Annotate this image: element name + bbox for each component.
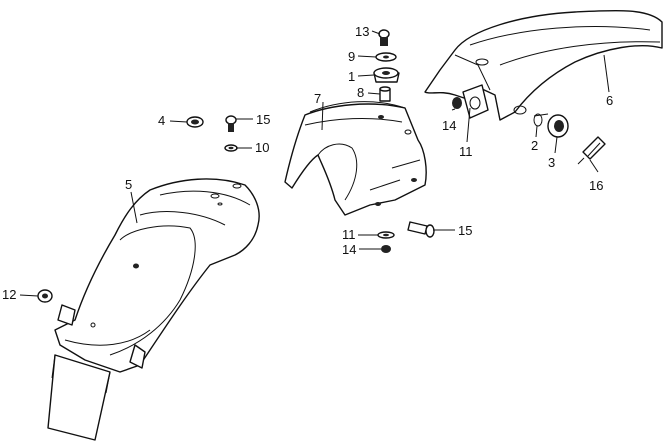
front-fender [424,9,663,121]
callout-5: 5 [125,177,132,192]
hardware-front [452,97,606,165]
leader-lines [19,30,610,297]
callout-14-upper: 14 [442,118,456,133]
callout-4: 4 [158,113,165,128]
hardware-left [186,115,238,152]
callout-12: 12 [2,287,16,302]
nut-14-lower [381,245,391,253]
callout-11-lower: 11 [342,227,356,242]
bolt-15-lower [407,221,435,238]
callout-15-upper: 15 [256,112,270,127]
callout-2: 2 [531,138,538,153]
fender-bracket [284,101,427,216]
callout-11-upper: 11 [459,144,473,159]
callout-15-lower: 15 [458,223,472,238]
collar-8 [379,86,391,102]
callout-9: 9 [348,49,355,64]
hardware-bracket [377,221,435,253]
callout-3: 3 [548,155,555,170]
callout-16: 16 [589,178,603,193]
bolt-16 [577,136,606,165]
bolt-13 [378,29,390,46]
rubber-3 [547,114,569,138]
bolt-15-upper [225,115,237,132]
callout-10: 10 [255,140,269,155]
callout-1: 1 [348,69,355,84]
callout-8: 8 [357,85,364,100]
nut-14-front [452,97,462,109]
callout-6: 6 [606,93,613,108]
mount-stack [373,29,400,102]
callout-14-lower: 14 [342,242,356,257]
rear-fender [47,178,260,441]
rubber-1 [373,67,400,83]
collar-2 [533,113,549,127]
callout-13: 13 [355,24,369,39]
callout-7: 7 [314,91,321,106]
grommet-12 [37,289,53,303]
callout-labels: 13 9 1 8 7 4 15 10 5 12 11 14 15 14 11 2… [2,24,613,302]
